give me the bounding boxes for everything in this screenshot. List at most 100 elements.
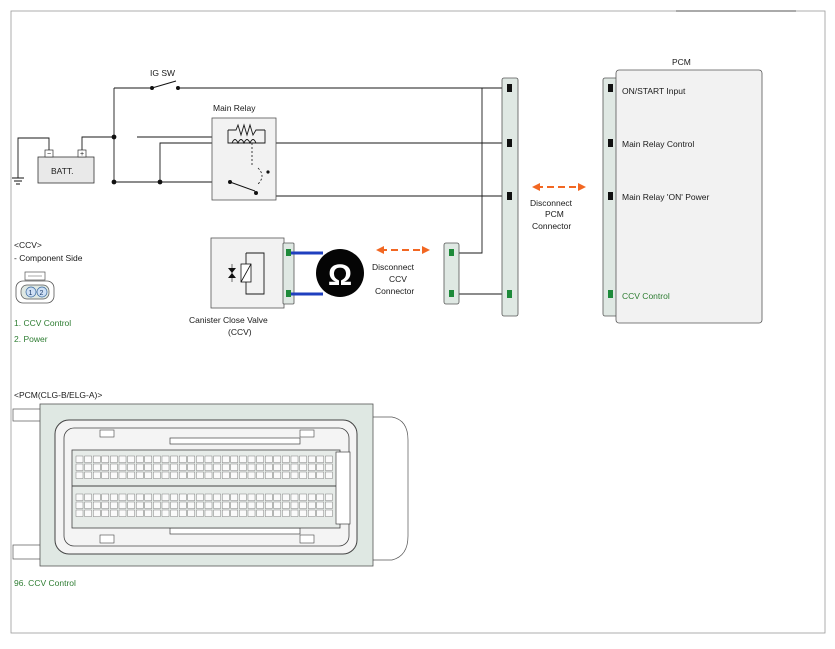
connector-pin-cell	[213, 509, 221, 517]
connector-pin-cell	[299, 493, 307, 501]
connector-pin-cell	[265, 471, 273, 479]
connector-pin-cell	[239, 509, 247, 517]
connector-pin-cell	[170, 455, 178, 463]
connector-pin-cell	[170, 493, 178, 501]
connector-pin-cell	[299, 463, 307, 471]
ig-switch: IG SW	[150, 68, 180, 90]
disconnect-ccv-line2: CCV	[389, 274, 407, 284]
connector-pin-cell	[101, 509, 110, 517]
connector-pin-cell	[127, 463, 135, 471]
connector-pin-cell	[127, 455, 135, 463]
connector-pin-cell	[247, 471, 256, 479]
connector-pin-cell	[247, 509, 256, 517]
connector-pin-cell	[84, 493, 92, 501]
connector-pin-cell	[256, 471, 264, 479]
connector-pin-cell	[110, 463, 118, 471]
connector-pin-cell	[75, 509, 84, 517]
connector-pin-cell	[187, 501, 196, 509]
connector-pin-cell	[230, 501, 239, 509]
connector-pin-cell	[256, 509, 264, 517]
connector-pin-cell	[273, 509, 281, 517]
connector-pin-cell	[204, 471, 213, 479]
pcm-connector-face	[12, 403, 409, 567]
connector-pin-cell	[110, 493, 118, 501]
connector-pin-cell	[75, 493, 84, 501]
connector-pin-cell	[196, 463, 204, 471]
connector-pin-cell	[161, 493, 170, 501]
pcm-pin-main-relay-on-power: Main Relay 'ON' Power	[622, 192, 709, 202]
connector-pin-cell	[153, 471, 161, 479]
connector-pin-cell	[161, 471, 170, 479]
connector-pin-cell	[247, 493, 256, 501]
connector-pin-cell	[265, 509, 273, 517]
connector-pin-cell	[75, 463, 84, 471]
connector-pin-cell	[92, 471, 101, 479]
connector-pin-cell	[170, 463, 178, 471]
connector-pin-cell	[101, 463, 110, 471]
connector-pin-cell	[290, 463, 299, 471]
connector-pin-cell	[75, 501, 84, 509]
connector-pin-cell	[153, 463, 161, 471]
connector-pin-cell	[213, 493, 221, 501]
connector-pin-cell	[196, 455, 204, 463]
connector-pin-cell	[299, 501, 307, 509]
connector-pin-cell	[273, 471, 281, 479]
connector-pin-cell	[84, 501, 92, 509]
connector-pin-cell	[290, 493, 299, 501]
ccv-title-line2: (CCV)	[228, 327, 252, 337]
connector-pin-cell	[118, 493, 127, 501]
connector-pin-cell	[282, 463, 290, 471]
connector-pin-cell	[196, 501, 204, 509]
main-relay-label: Main Relay	[213, 103, 256, 113]
connector-pin-cell	[265, 463, 273, 471]
connector-pin-cell	[170, 501, 178, 509]
connector-pin-cell	[178, 463, 187, 471]
canister-close-valve: Canister Close Valve (CCV)	[189, 237, 295, 337]
connector-pin-cell	[144, 493, 153, 501]
connector-pin-cell	[282, 455, 290, 463]
connector-pin-cell	[135, 455, 144, 463]
connector-pin-cell	[316, 509, 324, 517]
ohmmeter-icon: Ω	[291, 249, 364, 297]
connector-pin-cell	[308, 501, 316, 509]
connector-pin-cell	[101, 501, 110, 509]
connector-pin-cell	[213, 501, 221, 509]
connector-pin-cell	[230, 509, 239, 517]
connector-pin-cell	[299, 471, 307, 479]
connector-pin-cell	[101, 471, 110, 479]
connector-pin-cell	[230, 493, 239, 501]
connector-pin-cell	[256, 501, 264, 509]
connector-pin-cell	[187, 455, 196, 463]
connector-pin-cell	[170, 471, 178, 479]
connector-pin-cell	[221, 493, 230, 501]
connector-pin-cell	[325, 509, 333, 517]
connector-pin-cell	[92, 493, 101, 501]
main-relay: Main Relay	[211, 103, 277, 201]
connector-pin-cell	[265, 493, 273, 501]
connector-pin-cell	[204, 501, 213, 509]
connector-pin-cell	[84, 509, 92, 517]
connector-pin-cell	[221, 455, 230, 463]
connector-pin-cell	[290, 455, 299, 463]
pcm-pin-ccv-control: CCV Control	[622, 291, 670, 301]
pcm-harness-connector	[501, 77, 519, 317]
connector-pin-cell	[221, 471, 230, 479]
connector-pin-cell	[75, 471, 84, 479]
ccv-harness-connector	[443, 242, 460, 305]
connector-pin-cell	[325, 501, 333, 509]
connector-pin-cell	[213, 463, 221, 471]
battery-label: BATT.	[51, 166, 74, 176]
connector-pin-cell	[221, 501, 230, 509]
connector-pin-cell	[316, 455, 324, 463]
connector-pin-cell	[178, 493, 187, 501]
connector-pin-cell	[213, 455, 221, 463]
connector-pin-cell	[135, 463, 144, 471]
connector-pin-cell	[273, 463, 281, 471]
connector-pin-cell	[92, 455, 101, 463]
disconnect-ccv-line1: Disconnect	[372, 262, 415, 272]
svg-text:−: −	[47, 151, 51, 158]
disconnect-ccv-line3: Connector	[375, 286, 414, 296]
connector-pin-cell	[101, 455, 110, 463]
connector-pin-cell	[84, 455, 92, 463]
